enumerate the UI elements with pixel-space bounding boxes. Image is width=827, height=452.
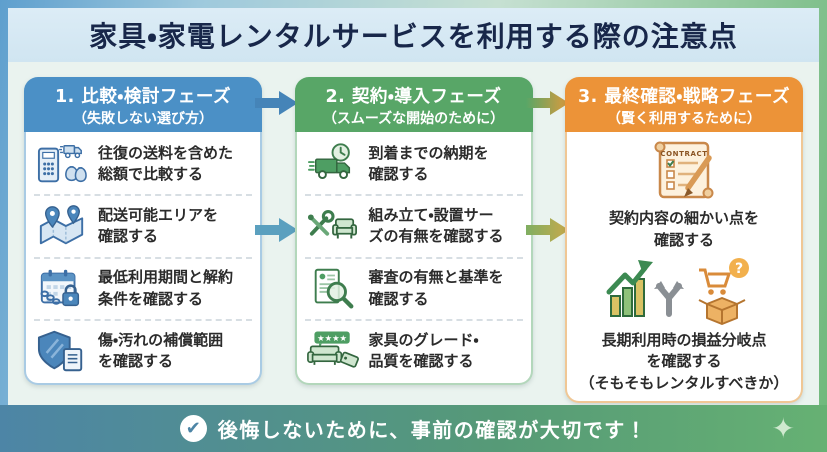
svg-text:★★★★: ★★★★ [317,333,347,343]
list-item: ? 長期利用時の損益分岐点 を確認する （そもそもレンタルすべきか） [580,252,789,395]
phases-row: 1. 比較・検討フェーズ （失敗しない選び方） [8,62,819,403]
item-text-line: 品質を確認する [368,351,474,370]
map-pins-icon [34,204,90,248]
list-item-text: 契約内容の細かい点を 確認する [609,208,759,252]
item-text-line: 到着までの納期を [368,143,489,162]
phase-2-subtitle: （スムーズな開始のために） [322,111,505,127]
page-title: 家具・家電レンタルサービスを利用する際の注意点 [89,20,738,53]
phase-2-header: 2. 契約・導入フェーズ （スムーズな開始のために） [294,77,533,132]
list-item-text: 組み立て・設置サー ズの有無を確認する [369,205,504,248]
calendar-lock-icon [34,267,90,311]
item-text-line: （そもそもレンタルすべきか） [579,374,789,392]
shield-document-icon [34,329,90,373]
list-item-text: 傷・汚れの補償範囲 を確認する [98,330,223,373]
right-arrow-icon [525,91,569,115]
phase-card-1: 1. 比較・検討フェーズ （失敗しない選び方） [24,77,262,385]
item-text-line: 確認する [653,230,714,249]
chart-fork-cart-box-icon: ? [603,252,765,330]
truck-clock-icon [305,142,361,186]
phase-card-2: 2. 契約・導入フェーズ （スムーズな開始のために） [294,77,533,385]
right-arrow-icon [525,218,569,242]
phase-2-title: 2. 契約・導入フェーズ [325,87,502,107]
item-text-line: 配送可能エリアを [98,206,219,225]
phase-3-title: 3. 最終確認・戦略フェーズ [578,87,790,107]
item-text-line: 家具のグレード・ [368,330,479,349]
item-text-line: 契約内容の細かい点を [608,209,759,227]
list-item-text: 到着までの納期を 確認する [369,143,489,186]
item-text-line: 審査の有無と基準を [368,268,504,287]
item-text-line: 確認する [368,289,429,308]
phase-1-body: 往復の送料を含めた 総額で比較する [24,132,262,385]
list-item: 往復の送料を含めた 総額で比較する [34,134,252,194]
item-text-line: 組み立て・設置サー [368,206,494,225]
phase-1-title: 1. 比較・検討フェーズ [55,87,231,107]
list-item-text: 長期利用時の損益分岐点 を確認する （そもそもレンタルすべきか） [580,330,789,395]
item-text-line: 往復の送料を含めた [98,143,234,162]
item-text-line: 確認する [98,227,159,246]
calculator-truck-money-icon [34,142,90,186]
list-item: 組み立て・設置サー ズの有無を確認する [304,194,523,256]
check-circle-icon: ✔ [179,415,207,442]
phase-3-body: CONTRACT 契約内容の細かい点を 確認する [565,132,803,403]
list-item-text: 審査の有無と基準を 確認する [369,267,504,310]
document-magnifier-icon [305,267,361,311]
contract-label: CONTRACT [660,150,708,158]
arrow-column-2 [525,77,569,385]
list-item: 配送可能エリアを 確認する [34,194,252,256]
inner-panel: 家具・家電レンタルサービスを利用する際の注意点 1. 比較・検討フェーズ （失敗… [8,8,819,405]
item-text-line: 確認する [368,165,429,184]
tools-sofa-icon [305,204,361,248]
footer-message: 後悔しないために、事前の確認が大切です！ [217,418,648,442]
item-text-line: 条件を確認する [98,289,204,308]
phase-2-body: 到着までの納期を 確認する [294,132,533,385]
list-item: CONTRACT 契約内容の細かい点を 確認する [609,138,759,252]
list-item: 審査の有無と基準を 確認する [304,256,523,319]
item-text-line: 長期利用時の損益分岐点 [601,330,767,349]
phase-3-subtitle: （賢く利用するために） [607,111,761,127]
list-item-text: 最低利用期間と解約 条件を確認する [98,267,233,310]
list-item-text: 家具のグレード・ 品質を確認する [369,330,479,373]
sofa-rating-tag-icon: ★★★★ [305,329,361,373]
sparkle-icon: ✦ [771,411,795,445]
list-item-text: 往復の送料を含めた 総額で比較する [98,143,233,186]
item-text-line: 傷・汚れの補償範囲 [98,330,224,349]
right-arrow-icon [255,218,298,242]
arrow-column-1 [255,77,298,385]
footer-banner: ✔ 後悔しないために、事前の確認が大切です！ ✦ [0,405,827,452]
phase-3-header: 3. 最終確認・戦略フェーズ （賢く利用するために） [565,77,803,132]
contract-pen-icon: CONTRACT [641,138,727,208]
item-text-line: ズの有無を確認する [368,227,504,246]
item-text-line: を確認する [646,352,722,371]
list-item: ★★★★ [304,318,523,381]
list-item: 傷・汚れの補償範囲 を確認する [34,318,252,381]
item-text-line: 総額で比較する [98,165,204,184]
svg-text:?: ? [735,261,743,277]
title-bar: 家具・家電レンタルサービスを利用する際の注意点 [8,8,819,62]
list-item: 到着までの納期を 確認する [305,134,523,194]
list-item: 最低利用期間と解約 条件を確認する [34,256,252,319]
phase-1-subtitle: （失敗しない選び方） [73,111,213,127]
right-arrow-icon [255,91,298,115]
item-text-line: を確認する [98,351,174,370]
phase-1-header: 1. 比較・検討フェーズ （失敗しない選び方） [24,77,262,132]
list-item-text: 配送可能エリアを 確認する [98,205,218,248]
item-text-line: 最低利用期間と解約 [98,268,234,287]
phase-card-3: 3. 最終確認・戦略フェーズ （賢く利用するために） [565,77,803,403]
